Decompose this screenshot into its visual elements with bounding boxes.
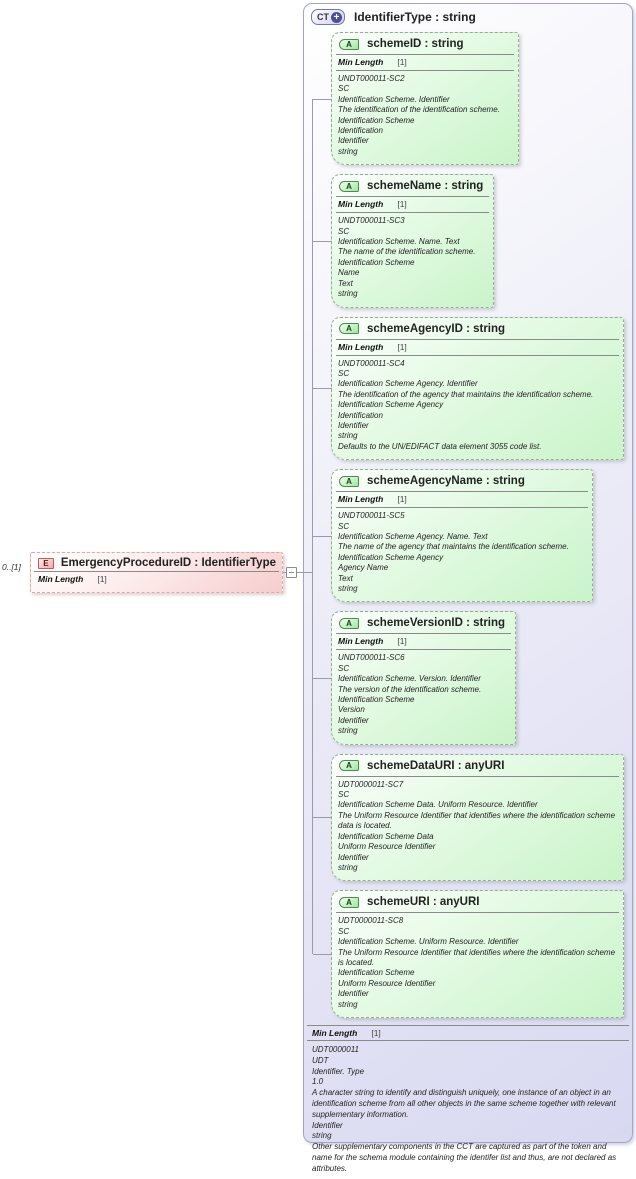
facet-value: [1] (397, 636, 407, 647)
complextype-icon: CT + (311, 9, 345, 25)
attribute-icon: A (339, 760, 359, 772)
facet-name: Min Length (312, 1027, 358, 1038)
attribute-header: A schemeVersionID : string (332, 612, 515, 631)
facet-name: Min Length (338, 199, 384, 210)
attribute-box-schemeuri[interactable]: A schemeURI : anyURI UDT0000011-SC8 SC I… (313, 890, 624, 1018)
facet-row: Min Length [1] (332, 197, 493, 210)
complextype-title: IdentifierType : string (354, 10, 476, 24)
attribute-title: schemeVersionID : string (367, 617, 506, 630)
attribute-title: schemeDataURI : anyURI (367, 759, 505, 772)
divider (336, 70, 514, 71)
facet-value: [1] (397, 494, 407, 505)
element-title: EmergencyProcedureID : IdentifierType (60, 557, 276, 569)
attribute-header: A schemeDataURI : anyURI (332, 755, 623, 774)
facet-value: [1] (397, 341, 407, 352)
attribute-documentation: UNDT000011-SC5 SC Identification Scheme … (338, 511, 569, 593)
facet-row: Min Length [1] (332, 492, 592, 505)
complextype-icon-label: CT (317, 12, 329, 22)
attribute-header: A schemeID : string (332, 33, 518, 52)
attribute-icon: A (339, 323, 359, 334)
attribute-header: A schemeName : string (332, 175, 493, 194)
attribute-title: schemeURI : anyURI (367, 896, 480, 909)
divider (336, 212, 489, 214)
tree-rail-line (312, 98, 313, 954)
attribute-box-schemeversionid[interactable]: A schemeVersionID : string Min Length [1… (313, 611, 516, 745)
attribute-header: A schemeAgencyID : string (332, 318, 623, 337)
divider (336, 491, 588, 493)
divider (336, 633, 511, 635)
complextype-header: CT + IdentifierType : string (304, 4, 632, 28)
divider (336, 338, 619, 340)
attribute-documentation: UNDT000011-SC3 SC Identification Scheme.… (338, 216, 476, 299)
divider (336, 196, 489, 198)
attribute-icon: A (339, 617, 359, 629)
complextype-identifiertype-box[interactable]: CT + IdentifierType : string A schemeID … (303, 3, 633, 1173)
divider (336, 775, 619, 777)
facet-row: Min Length [1] (332, 55, 518, 68)
facet-value: [1] (371, 1027, 381, 1038)
attribute-box-schemeagencyid[interactable]: A schemeAgencyID : string Min Length [1]… (313, 316, 624, 461)
divider (307, 1039, 629, 1041)
element-icon: E (38, 557, 54, 569)
divider (336, 354, 619, 356)
facet-name: Min Length (38, 574, 84, 584)
divider (336, 649, 511, 651)
collapse-handle-icon[interactable] (286, 567, 297, 578)
attribute-title: schemeAgencyName : string (367, 475, 525, 488)
complextype-documentation: UDT0000011 UDT Identifier. Type 1.0 A ch… (312, 1044, 617, 1173)
cardinality-label: 0..[1] (2, 562, 21, 572)
divider (336, 54, 514, 55)
attribute-title: schemeName : string (367, 180, 484, 193)
attribute-box-schemeid[interactable]: A schemeID : string Min Length [1] UNDT0… (313, 32, 519, 166)
attribute-header: A schemeAgencyName : string (332, 470, 592, 489)
attribute-documentation: UDT0000011-SC7 SC Identification Scheme … (338, 779, 616, 872)
attribute-icon: A (339, 38, 359, 50)
element-header: E EmergencyProcedureID : IdentifierType (31, 553, 282, 570)
facet-value: [1] (397, 57, 407, 67)
facet-name: Min Length (338, 341, 384, 352)
attribute-box-schemedatauri[interactable]: A schemeDataURI : anyURI UDT0000011-SC7 … (313, 753, 624, 882)
element-box-emergencyprocedureid[interactable]: E EmergencyProcedureID : IdentifierType … (30, 552, 283, 593)
expand-plus-icon[interactable]: + (331, 11, 342, 23)
facet-row: Min Length [1] (332, 340, 623, 353)
facet-row: Min Length [1] (304, 1026, 632, 1040)
divider (34, 571, 279, 572)
attribute-box-schemename[interactable]: A schemeName : string Min Length [1] UND… (313, 174, 494, 308)
divider (336, 507, 588, 509)
facet-value: [1] (97, 574, 107, 584)
attribute-list: A schemeID : string Min Length [1] UNDT0… (312, 32, 632, 1018)
facet-value: [1] (397, 199, 407, 210)
attribute-icon: A (339, 896, 359, 908)
connector-line (283, 572, 312, 573)
attribute-documentation: UNDT000011-SC2 SC Identification Scheme.… (338, 74, 500, 156)
facet-row: Min Length [1] (332, 634, 515, 647)
attribute-title: schemeID : string (367, 38, 464, 50)
attribute-box-schemeagencyname[interactable]: A schemeAgencyName : string Min Length [… (313, 469, 593, 603)
attribute-documentation: UNDT000011-SC6 SC Identification Scheme.… (338, 653, 482, 736)
attribute-documentation: UNDT000011-SC4 SC Identification Scheme … (338, 358, 594, 451)
divider (336, 912, 619, 914)
divider (307, 1024, 629, 1026)
attribute-icon: A (339, 475, 359, 487)
complextype-footer: Min Length [1] UDT0000011 UDT Identifier… (304, 1024, 632, 1179)
facet-name: Min Length (338, 636, 384, 647)
facet-row: Min Length [1] (31, 572, 282, 586)
attribute-documentation: UDT0000011-SC8 SC Identification Scheme.… (338, 916, 616, 1009)
attribute-icon: A (339, 180, 359, 192)
attribute-header: A schemeURI : anyURI (332, 891, 623, 910)
attribute-title: schemeAgencyID : string (367, 322, 506, 335)
facet-name: Min Length (338, 494, 384, 505)
facet-name: Min Length (338, 57, 384, 67)
